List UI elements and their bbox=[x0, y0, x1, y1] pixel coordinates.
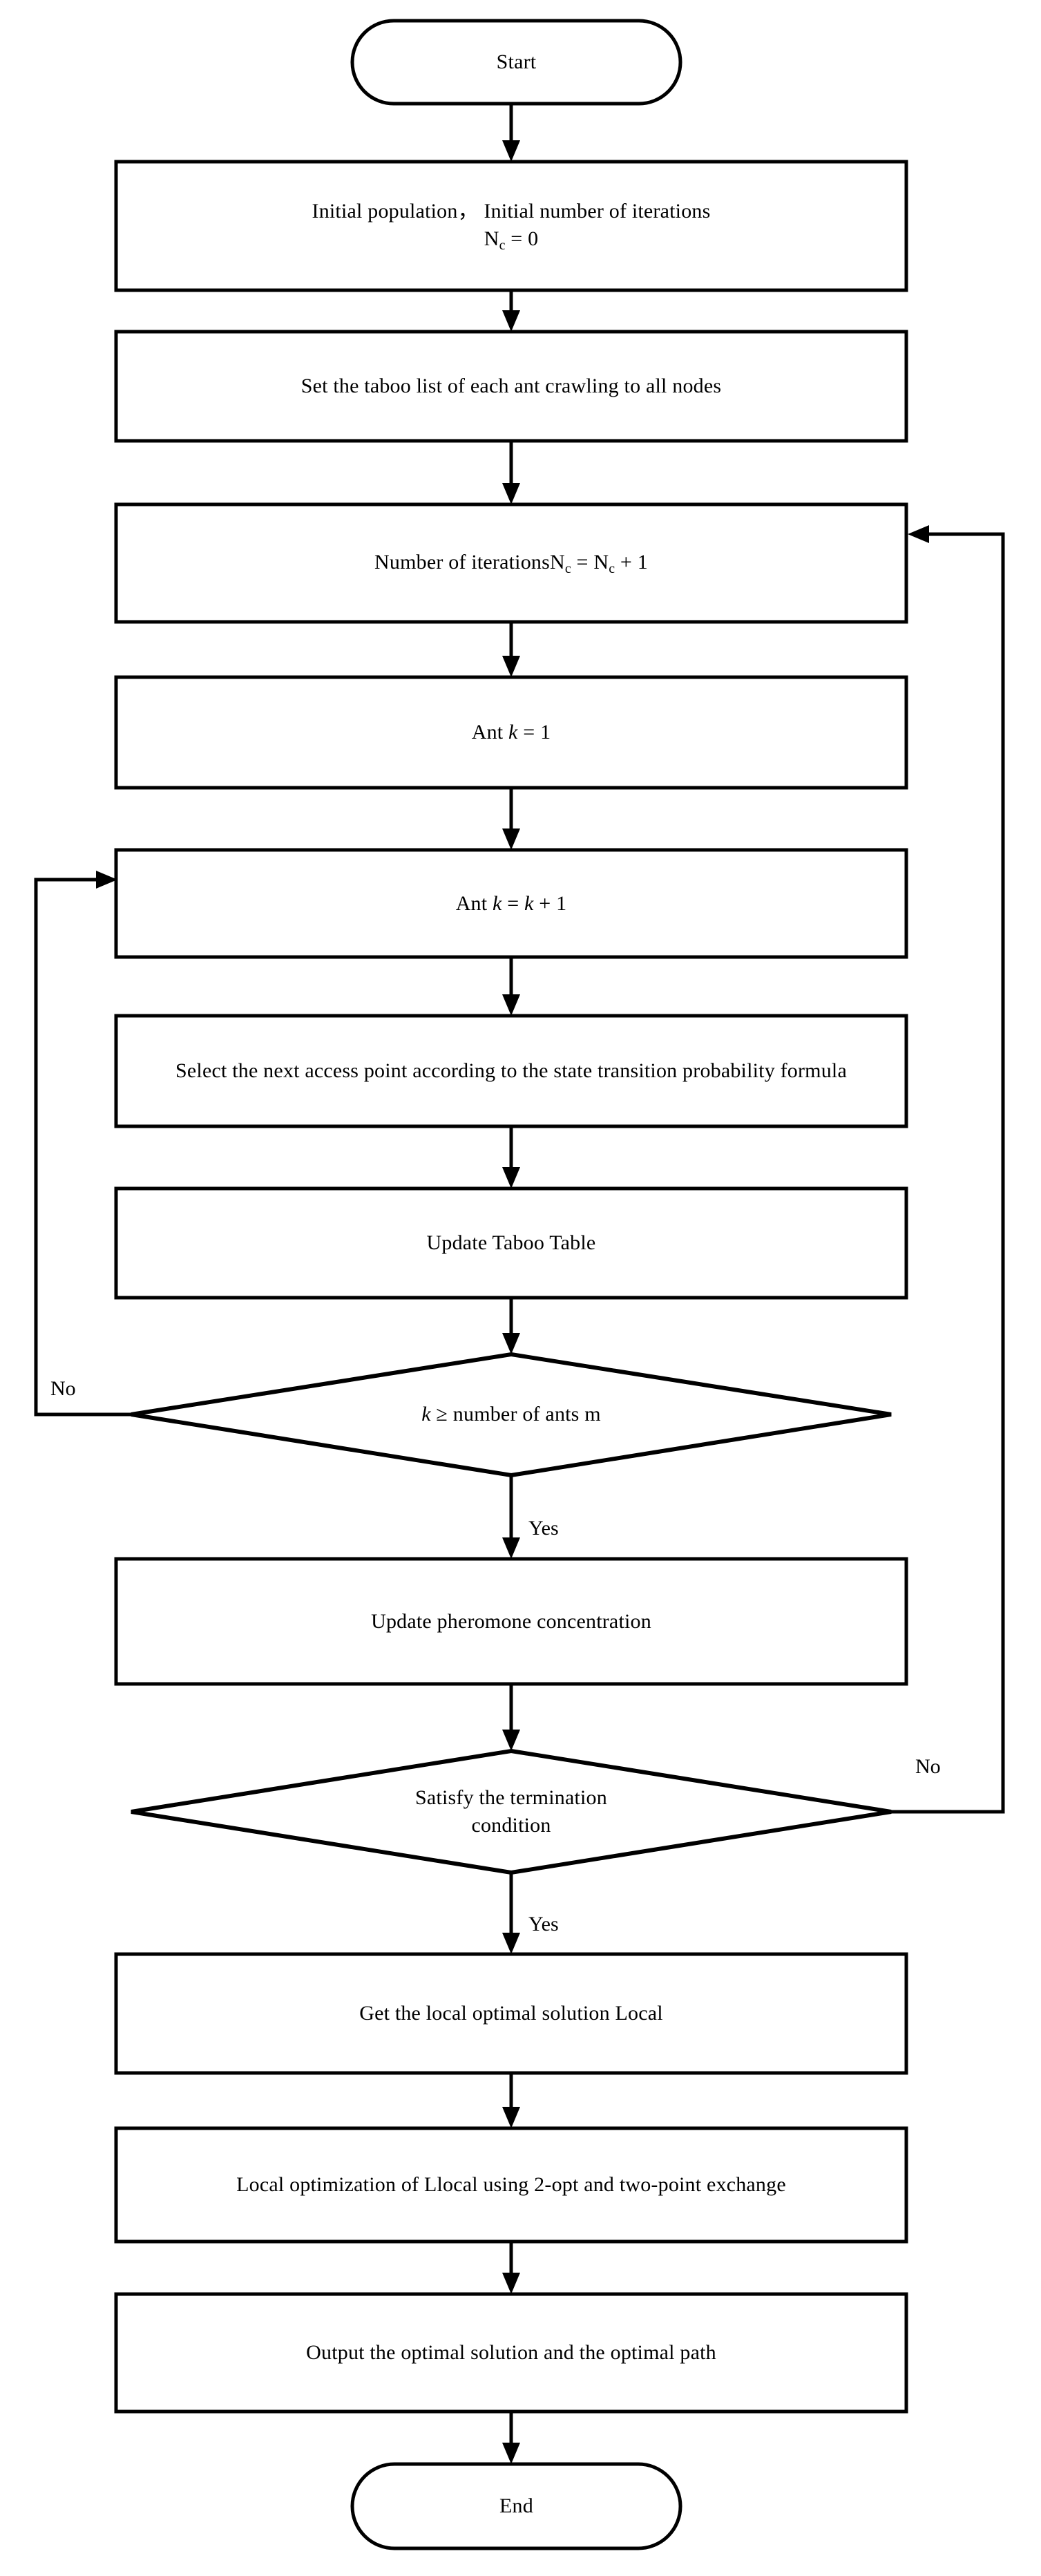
edge-taboo-to-iteration bbox=[502, 441, 520, 504]
edge-decision-termination-no-loop bbox=[891, 525, 1005, 1814]
edge-pheromone-to-decision-termination bbox=[502, 1684, 520, 1751]
node-end-shape[interactable] bbox=[350, 2462, 682, 2550]
node-local-optimization-shape[interactable] bbox=[114, 2126, 908, 2244]
edge-iteration-to-antinit bbox=[502, 622, 520, 677]
node-taboo-init-shape[interactable] bbox=[114, 330, 908, 443]
node-select-next-shape[interactable] bbox=[114, 1014, 908, 1128]
node-ant-init-shape[interactable] bbox=[114, 675, 908, 790]
node-update-pheromone-shape[interactable] bbox=[114, 1557, 908, 1686]
edge-localopt-to-output bbox=[502, 2242, 520, 2294]
edge-antinc-to-select bbox=[502, 957, 520, 1016]
node-decision-termination-shape[interactable] bbox=[131, 1748, 892, 1875]
edge-updatetaboo-to-decision-ants bbox=[502, 1298, 520, 1354]
node-local-solution-shape[interactable] bbox=[114, 1952, 908, 2075]
edge-select-to-updatetaboo bbox=[502, 1126, 520, 1188]
edge-label-termination-yes: Yes bbox=[528, 1913, 559, 1935]
edge-init-to-taboo bbox=[502, 290, 520, 332]
edge-decision-termination-yes bbox=[502, 1873, 520, 1954]
node-update-taboo-shape[interactable] bbox=[114, 1186, 908, 1300]
edge-localsolution-to-localopt bbox=[502, 2073, 520, 2128]
edge-label-termination-no: No bbox=[915, 1755, 941, 1778]
node-output-shape[interactable] bbox=[114, 2292, 908, 2414]
edge-decision-ants-no-loop bbox=[34, 871, 131, 1417]
edge-antinit-to-antinc bbox=[502, 788, 520, 850]
edge-output-to-end bbox=[502, 2412, 520, 2464]
edge-label-ants-no: No bbox=[50, 1377, 76, 1400]
edge-decision-ants-yes bbox=[502, 1475, 520, 1559]
node-iteration-inc-shape[interactable] bbox=[114, 502, 908, 624]
node-ant-inc-shape[interactable] bbox=[114, 848, 908, 959]
edge-start-to-init bbox=[502, 104, 520, 162]
node-init-shape[interactable] bbox=[114, 160, 908, 292]
node-start-shape[interactable] bbox=[350, 19, 682, 106]
edge-label-ants-yes: Yes bbox=[528, 1517, 559, 1540]
node-decision-ants-shape[interactable] bbox=[131, 1352, 892, 1478]
